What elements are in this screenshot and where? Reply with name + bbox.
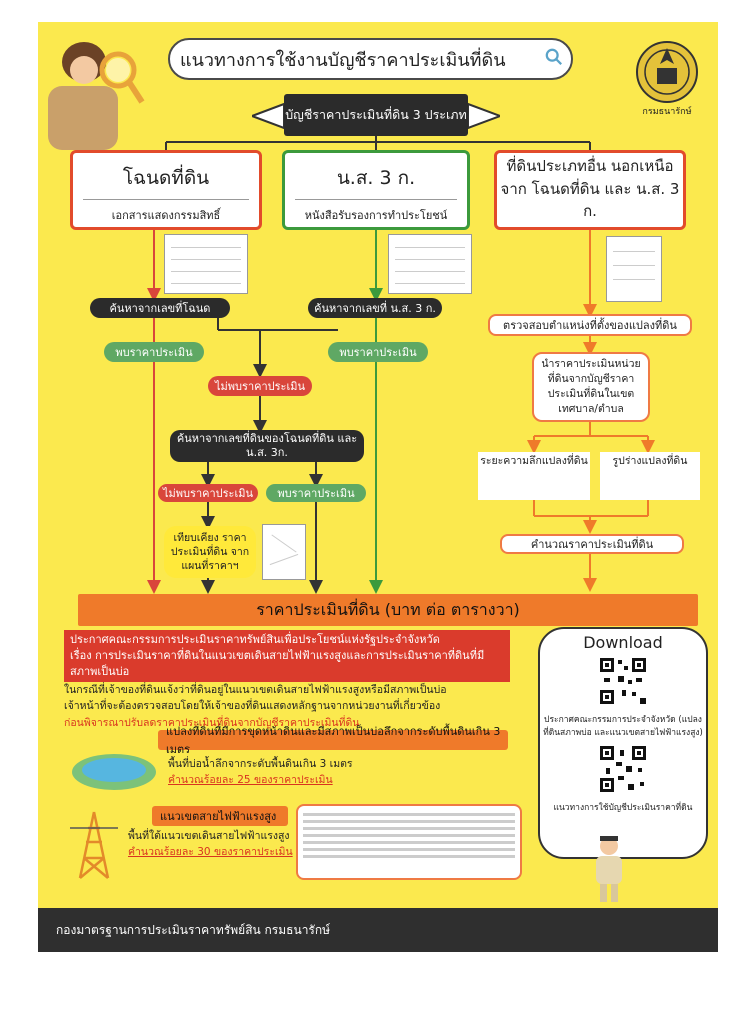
power-tower-icon xyxy=(70,811,118,879)
powerline-rule: พื้นที่ใต้แนวเขตเดินสายไฟฟ้าแรงสูง คำนวณ… xyxy=(128,828,298,861)
powerline-line: พื้นที่ใต้แนวเขตเดินสายไฟฟ้าแรงสูง xyxy=(128,830,290,842)
pond-icon xyxy=(72,754,156,790)
step-not-found: ไม่พบราคาประเมิน xyxy=(208,376,312,396)
announcement-line: สภาพเป็นบ่อ xyxy=(70,664,130,678)
officer-illustration xyxy=(596,836,622,902)
other-land-document-thumbnail xyxy=(606,236,662,302)
inspector-illustration xyxy=(48,42,145,150)
result-land-price: ราคาประเมินที่ดิน (บาท ต่อ ตารางวา) xyxy=(78,594,698,626)
step-not-found-2: ไม่พบราคาประเมิน xyxy=(158,484,258,502)
treasury-seal-logo: กรมธนารักษ์ xyxy=(636,41,698,117)
step-unit-price: นำราคาประเมินหน่วยที่ดินจากบัญชีราคาประเ… xyxy=(532,352,650,422)
step-found-2: พบราคาประเมิน xyxy=(266,484,366,502)
category-subtitle: หนังสือรับรองการทำประโยชน์ xyxy=(304,209,448,222)
step-calculate: คำนวณราคาประเมินที่ดิน xyxy=(500,534,684,554)
qr-caption: ประกาศคณะกรรมการประจำจังหวัด (แปลงที่ดิน… xyxy=(543,715,703,738)
step-search-parcel: ค้นหาจากเลขที่ดินของโฉนดที่ดิน และ น.ส. … xyxy=(170,430,364,462)
deed-document-thumbnail xyxy=(164,234,248,294)
divider xyxy=(83,199,249,200)
category-title: โฉนดที่ดิน xyxy=(122,167,210,189)
pond-section-header: แปลงที่ดินที่มีการขุดหน้าดินและมีสภาพเป็… xyxy=(158,725,508,756)
banner-text: บัญชีราคาประเมินที่ดิน 3 ประเภท xyxy=(285,106,467,122)
category-title: น.ส. 3 ก. xyxy=(336,167,416,189)
announcement-line: ประกาศคณะกรรมการประเมินราคาทรัพย์สินเพื่… xyxy=(70,633,440,646)
price-map-thumbnail xyxy=(262,524,306,580)
announcement-banner: ประกาศคณะกรรมการประเมินราคาทรัพย์สินเพื่… xyxy=(64,630,510,682)
notice-line: เจ้าหน้าที่จะต้องตรวจสอบโดยให้เจ้าของที่… xyxy=(64,700,441,713)
search-icon xyxy=(545,48,562,65)
pond-percentage: คำนวณร้อยละ 25 ของราคาประเมิน xyxy=(168,774,333,787)
pond-line: พื้นที่บ่อน้ำลึกจากระดับพื้นดินเกิน 3 เม… xyxy=(168,758,353,770)
title-text: แนวทางการใช้งานบัญชีราคาประเมินที่ดิน xyxy=(180,49,506,71)
download-panel: Download ประกาศคณะกรรมการประจำจังหวัด (แ… xyxy=(538,627,708,859)
footer-bar: กองมาตรฐานการประเมินราคาทรัพย์สิน กรมธนา… xyxy=(38,908,718,952)
divider xyxy=(295,199,457,200)
category-other-land: ที่ดินประเภทอื่น นอกเหนือจาก โฉนดที่ดิน … xyxy=(494,150,686,230)
step-search-deed: ค้นหาจากเลขที่โฉนด xyxy=(90,298,230,318)
voltage-distance-table xyxy=(296,804,522,880)
step-found-deed: พบราคาประเมิน xyxy=(104,342,204,362)
step-search-ns3k: ค้นหาจากเลขที่ น.ส. 3 ก. xyxy=(308,298,442,318)
seal-text: กรมธนารักษ์ xyxy=(642,105,691,117)
banner-arrow-left xyxy=(252,102,284,130)
banner-arrow-right xyxy=(468,102,500,130)
notice-paragraph: ในกรณีที่เจ้าของที่ดินแจ้งว่าที่ดินอยู่ใ… xyxy=(64,682,524,731)
pond-rule: พื้นที่บ่อน้ำลึกจากระดับพื้นดินเกิน 3 เม… xyxy=(168,756,508,789)
category-title-deed: โฉนดที่ดิน เอกสารแสดงกรรมสิทธิ์ xyxy=(70,150,262,230)
step-shape: รูปร่างแปลงที่ดิน xyxy=(600,452,700,500)
category-ns3k: น.ส. 3 ก. หนังสือรับรองการทำประโยชน์ xyxy=(282,150,470,230)
notice-line: ก่อนพิจารณาปรับลดราคาประเมินที่ดินจากบัญ… xyxy=(64,716,360,729)
category-subtitle: เอกสารแสดงกรรมสิทธิ์ xyxy=(111,209,221,222)
step-depth: ระยะความลึกแปลงที่ดิน xyxy=(478,452,590,500)
announcement-line: เรื่อง การประเมินราคาที่ดินในแนวเขตเดินส… xyxy=(70,648,485,662)
powerline-percentage: คำนวณร้อยละ 30 ของราคาประเมิน xyxy=(128,846,293,859)
infographic-page: แนวทางการใช้งานบัญชีราคาประเมินที่ดิน กร… xyxy=(38,22,718,952)
flow-connectors xyxy=(147,136,655,594)
qr-caption: แนวทางการใช้บัญชีประเมินราคาที่ดิน xyxy=(553,802,693,813)
qr-code-announcement[interactable] xyxy=(598,656,648,706)
category-title: ที่ดินประเภทอื่น นอกเหนือจาก โฉนดที่ดิน … xyxy=(500,157,680,220)
notice-line: ในกรณีที่เจ้าของที่ดินแจ้งว่าที่ดินอยู่ใ… xyxy=(64,684,447,696)
step-found-ns3k: พบราคาประเมิน xyxy=(328,342,428,362)
page-title: แนวทางการใช้งานบัญชีราคาประเมินที่ดิน xyxy=(168,38,573,80)
qr-code-guideline[interactable] xyxy=(598,743,648,794)
download-title: Download xyxy=(583,633,663,652)
step-check-location: ตรวจสอบตำแหน่งที่ตั้งของแปลงที่ดิน xyxy=(488,314,692,336)
step-compare-price-map: เทียบเคียง ราคาประเมินที่ดิน จากแผนที่รา… xyxy=(164,526,256,578)
powerline-section-header: แนวเขตสายไฟฟ้าแรงสูง xyxy=(152,806,288,826)
categories-banner: บัญชีราคาประเมินที่ดิน 3 ประเภท xyxy=(284,94,468,136)
ns3k-document-thumbnail xyxy=(388,234,472,294)
footer-text: กองมาตรฐานการประเมินราคาทรัพย์สิน กรมธนา… xyxy=(56,922,331,937)
